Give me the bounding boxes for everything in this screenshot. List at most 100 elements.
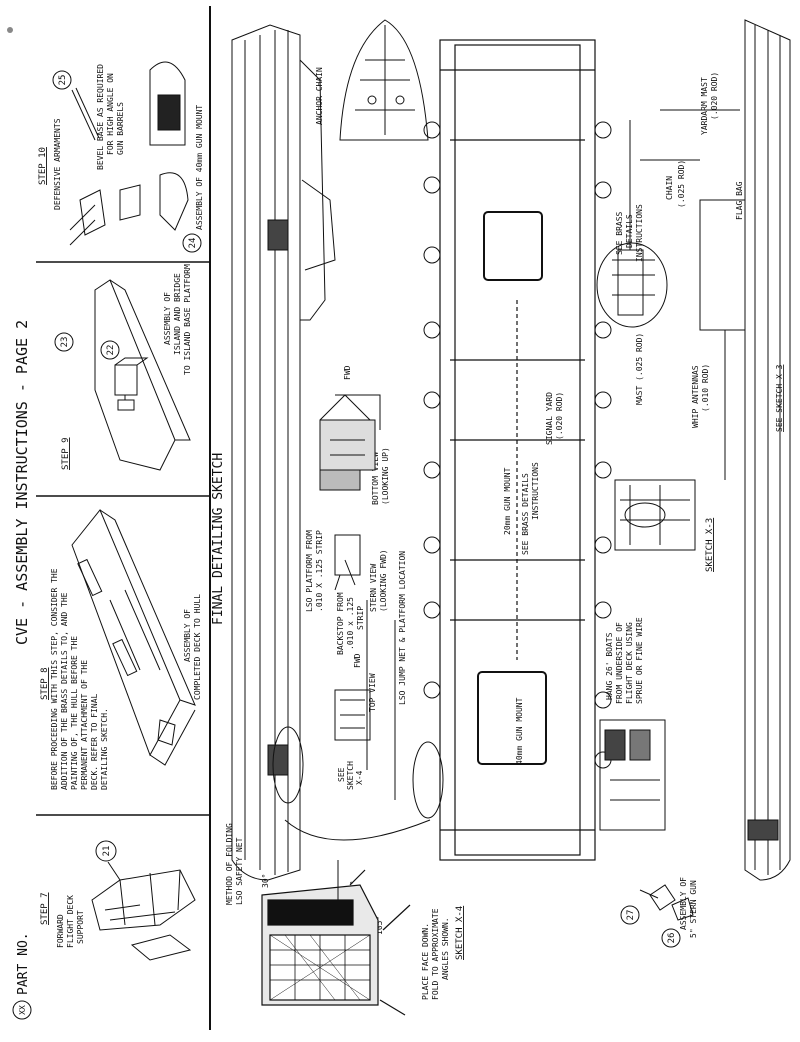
- gun-mount-drawing: [69, 61, 189, 246]
- yardarm-label-2: (.020 ROD): [710, 72, 719, 120]
- step-9-part-b: 22: [106, 345, 116, 356]
- island-assembly-drawing: [94, 279, 191, 471]
- step-10-bevel-1: BEVEL BASE AS REQUIRED: [96, 64, 105, 170]
- step-9-caption-3: TO ISLAND BASE PLATFORM: [183, 264, 192, 375]
- step-8-caption-2: COMPLETED DECK TO HULL: [193, 594, 202, 700]
- step-9: STEP 9 23 22 ASSEMBLY OF ISLAND AND BRID…: [54, 264, 192, 471]
- step-10-bevel-2: FOR HIGH ANGLE ON: [106, 73, 115, 155]
- forward-deck-support-drawing: [91, 861, 196, 961]
- part-27: 27: [626, 910, 636, 921]
- sketch-x3-drawing: [614, 479, 696, 551]
- gun-mount-20-label: 20mm GUN MOUNT: [503, 467, 512, 535]
- ship-side-elevation: [231, 24, 336, 881]
- signal-yard-rod: (.020 ROD): [555, 392, 564, 440]
- step-7-label: STEP 7: [40, 892, 50, 925]
- island-brass-1: SEE BRASS: [615, 211, 624, 255]
- x4-method-1: METHOD OF FOLDING: [225, 823, 234, 905]
- step-9-caption-2: ISLAND AND BRIDGE: [173, 273, 182, 355]
- safety-net-drawing: [261, 869, 411, 1016]
- part-no-circle-text: XX: [18, 1005, 27, 1015]
- final-sketch-title: FINAL DETAILING SKETCH: [211, 453, 226, 625]
- mast-label: MAST (.025 ROD): [635, 333, 644, 405]
- step-9-caption-1: ASSEMBLY OF: [163, 292, 172, 345]
- x4-place-1: PLACE FACE DOWN.: [421, 923, 430, 1000]
- lso-platform-2: .010 X .125 STRIP: [315, 530, 324, 612]
- step-9-label: STEP 9: [61, 437, 71, 470]
- lso-details: SEE SKETCH X-4 TOP VIEW FWD BACKSTOP FRO…: [305, 365, 407, 800]
- lso-jump-net: LSO JUMP NET & PLATFORM LOCATION: [398, 551, 407, 705]
- sketch-x4: METHOD OF FOLDING LSO SAFETY NET 30° 45°…: [225, 823, 465, 1016]
- step-8-text-2: ADDITION OF THE BRASS DETAILS TO, AND TH…: [60, 592, 69, 790]
- step-10: STEP 10 DEFENSIVE ARMAMENTS 25 BEVEL BAS…: [38, 61, 204, 253]
- step-8-text-5: DECK. REFER TO FINAL: [90, 693, 99, 790]
- step-10-label: STEP 10: [38, 147, 48, 185]
- hang-boats-2: FROM UNDERSIDE OF: [615, 622, 624, 704]
- step-8: STEP 8 BEFORE PROCEEDING WITH THIS STEP,…: [40, 509, 202, 790]
- step-8-caption-1: ASSEMBLY OF: [183, 609, 192, 662]
- lso-top-view: TOP VIEW: [368, 673, 377, 712]
- step-10-caption: ASSEMBLY OF 40mm GUN MOUNT: [195, 105, 204, 230]
- chain-label-1: CHAIN: [665, 176, 674, 200]
- hang-boats-1: HANG 26' BOATS: [605, 632, 614, 700]
- step-8-text-6: DETAILING SKETCH.: [100, 708, 109, 790]
- stern-gun-drawing: [639, 884, 694, 921]
- step-9-part-a: 23: [60, 337, 70, 348]
- lso-callout-ellipse-left: [272, 726, 304, 804]
- stern-gun-caption-1: ASSEMBLY OF: [679, 877, 688, 930]
- lso-backstop-1: BACKSTOP FROM: [336, 592, 345, 655]
- part-26: 26: [667, 933, 677, 944]
- sketch-x3: SKETCH X-3: [614, 479, 715, 572]
- page-title: CVE - ASSEMBLY INSTRUCTIONS - PAGE 2: [13, 320, 31, 645]
- lso-platform-1: LSO PLATFORM FROM: [305, 530, 314, 612]
- x4-place-2: FOLD TO APPROXIMATE: [431, 908, 440, 1000]
- step-7-part-number: 21: [102, 846, 112, 857]
- part-number-label: XX PART NO.: [12, 932, 32, 1020]
- gun-tubs: [423, 121, 612, 769]
- whip-antennas-1: WHIP ANTENNAS: [691, 365, 700, 428]
- lso-platform-drawings: [319, 394, 396, 800]
- deck-to-hull-drawing: [71, 509, 196, 766]
- page-frame: [36, 6, 211, 1030]
- lso-see: SEE: [337, 767, 346, 782]
- gun-mount-40-label: 40mm GUN MOUNT: [515, 697, 524, 765]
- lso-fwd: FWD: [353, 653, 362, 668]
- step-7-note-2: FLIGHT DECK: [66, 895, 75, 948]
- deck-brass-1: SEE BRASS DETAILS: [521, 473, 530, 555]
- chain-label-2: (.025 ROD): [677, 160, 686, 208]
- callout-arc: [284, 819, 431, 841]
- lso-backstop-2: .010 x .125: [346, 597, 355, 650]
- x4-place-3: ANGLES SHOWN.: [441, 917, 450, 980]
- lso-bottom-1: BOTTOM VIEW: [371, 452, 380, 505]
- binder-hole: [7, 27, 13, 33]
- lso-fwd-2: FWD: [343, 365, 352, 380]
- island-brass-2: DETAILS: [625, 214, 634, 248]
- x4-method-2: LSO SAFETY NET: [235, 837, 244, 905]
- yardarm-label-1: YARDARM MAST: [700, 77, 709, 135]
- lso-backstop-3: STRIP: [356, 606, 365, 630]
- sketch-x3-label: SKETCH X-3: [705, 518, 715, 572]
- island-brass-3: INSTRUCTIONS: [635, 204, 644, 262]
- step-10-part-24: 24: [188, 238, 198, 249]
- ship-starboard-elevation: [699, 19, 791, 881]
- bow-plan: [339, 19, 429, 141]
- lso-callout-ellipse-right: [412, 741, 444, 819]
- flight-deck-plan: [439, 39, 596, 861]
- lso-sketch: SKETCH: [346, 761, 355, 790]
- hang-boats-3: FLIGHT DECK USING: [625, 622, 634, 704]
- signal-yard-label: SIGNAL YARD: [545, 392, 554, 445]
- step-8-text-4: PERMANENT ATTACHMENT OF THE: [80, 660, 89, 790]
- lso-x4: X-4: [355, 770, 364, 785]
- step-10-bevel-3: GUN BARRELS: [116, 102, 125, 155]
- anchor-chain-label: ANCHOR CHAIN: [315, 67, 324, 125]
- deck-brass-2: INSTRUCTIONS: [531, 462, 540, 520]
- step-10-armaments: DEFENSIVE ARMAMENTS: [53, 118, 62, 210]
- step-7-note-3: SUPPORT: [76, 910, 85, 944]
- island-drawing: [596, 109, 740, 328]
- stern-gun: 27 26 ASSEMBLY OF 5" STERN GUN: [620, 877, 698, 948]
- boats-drawing: [599, 719, 666, 831]
- part-no-text: PART NO.: [16, 932, 31, 995]
- whip-antennas-2: (.010 ROD): [701, 364, 710, 412]
- flag-bag-label: FLAG BAG: [735, 181, 744, 220]
- step-7-note-1: FORWARD: [56, 914, 65, 948]
